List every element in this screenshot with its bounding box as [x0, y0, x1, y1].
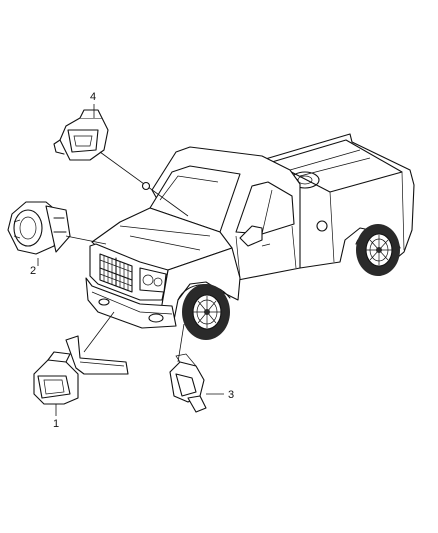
part-2-socket — [7, 201, 71, 255]
callout-4: 4 — [90, 91, 96, 103]
pickup-truck — [85, 133, 415, 340]
leader-3a — [177, 323, 185, 363]
leader-4-marker — [141, 181, 151, 191]
leader-2b — [65, 235, 107, 245]
leader-lines — [37, 104, 224, 416]
part-1-sensor — [33, 335, 129, 405]
callout-3: 3 — [228, 389, 234, 401]
callout-2: 2 — [30, 265, 36, 277]
leader-1b — [83, 311, 115, 353]
part-4-component — [53, 109, 109, 161]
callout-1: 1 — [53, 418, 59, 430]
part-3-switch — [169, 353, 207, 413]
